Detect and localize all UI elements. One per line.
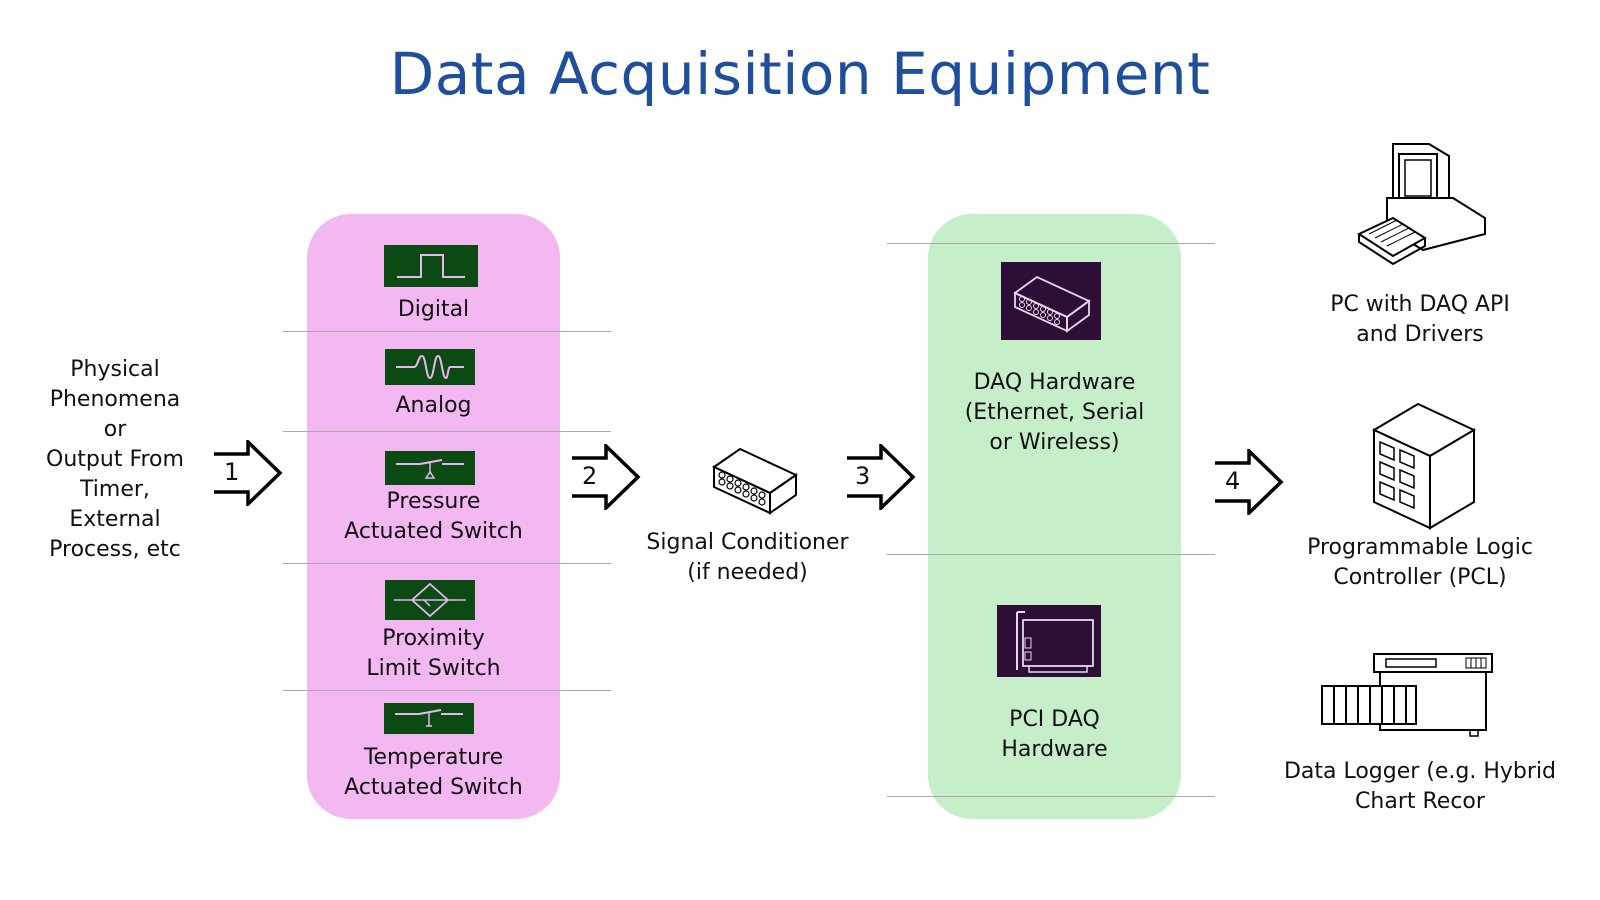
signal-type-label: Proximity Limit Switch bbox=[366, 626, 501, 681]
flow-arrow-3 bbox=[845, 444, 920, 510]
pci-card-icon bbox=[997, 605, 1101, 677]
flow-arrow-2 bbox=[570, 444, 645, 510]
flow-arrow-number: 3 bbox=[855, 462, 871, 490]
divider bbox=[887, 554, 1215, 555]
signal-conditioner-label: Signal Conditioner (if needed) bbox=[646, 530, 849, 585]
data-logger-icon bbox=[1316, 650, 1496, 742]
flow-arrow-4 bbox=[1213, 449, 1288, 515]
computer-icon bbox=[1353, 138, 1488, 278]
proximity-switch-icon bbox=[385, 580, 475, 620]
pressure-switch-icon bbox=[385, 451, 475, 485]
signal-conditioner-icon bbox=[710, 445, 800, 517]
analog-wave-icon bbox=[385, 349, 475, 385]
output-label: Programmable Logic Controller (PCL) bbox=[1307, 535, 1533, 590]
divider bbox=[283, 690, 611, 691]
signal-type-label: Temperature Actuated Switch bbox=[344, 745, 523, 800]
signal-type-label: Digital bbox=[397, 297, 470, 322]
flow-arrow-number: 4 bbox=[1225, 467, 1241, 495]
digital-pulse-icon bbox=[384, 245, 478, 287]
plc-icon bbox=[1370, 400, 1480, 532]
daq-hardware-label: DAQ Hardware (Ethernet, Serial or Wirele… bbox=[964, 370, 1145, 455]
output-label: PC with DAQ API and Drivers bbox=[1330, 292, 1510, 347]
divider bbox=[887, 796, 1215, 797]
divider bbox=[283, 331, 611, 332]
divider bbox=[887, 243, 1215, 244]
divider bbox=[283, 563, 611, 564]
temperature-switch-icon bbox=[384, 703, 474, 734]
signal-type-label: Pressure Actuated Switch bbox=[344, 489, 523, 544]
daq-hardware-label: PCI DAQ Hardware bbox=[1001, 707, 1108, 762]
page-title: Data Acquisition Equipment bbox=[389, 40, 1211, 108]
source-label: Physical Phenomena or Output From Timer,… bbox=[46, 357, 184, 562]
signal-type-label: Analog bbox=[395, 393, 472, 418]
output-label: Data Logger (e.g. Hybrid Chart Recor bbox=[1283, 759, 1557, 814]
flow-arrow-number: 2 bbox=[582, 462, 598, 490]
divider bbox=[283, 431, 611, 432]
flow-arrow-1 bbox=[212, 440, 287, 506]
daq-module-icon bbox=[1001, 262, 1101, 340]
flow-arrow-number: 1 bbox=[224, 458, 240, 486]
